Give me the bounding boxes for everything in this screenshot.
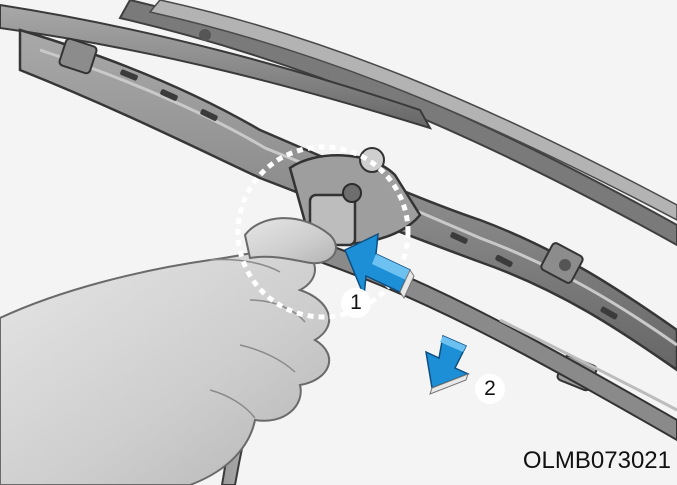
upper-blade [0, 0, 677, 247]
callout-2: 2 [475, 374, 505, 404]
figure-code: OLMB073021 [522, 447, 671, 474]
pull-arrow-icon [425, 334, 470, 395]
callout-1: 1 [341, 288, 371, 318]
hand [0, 217, 337, 485]
detail-circle [235, 144, 411, 320]
